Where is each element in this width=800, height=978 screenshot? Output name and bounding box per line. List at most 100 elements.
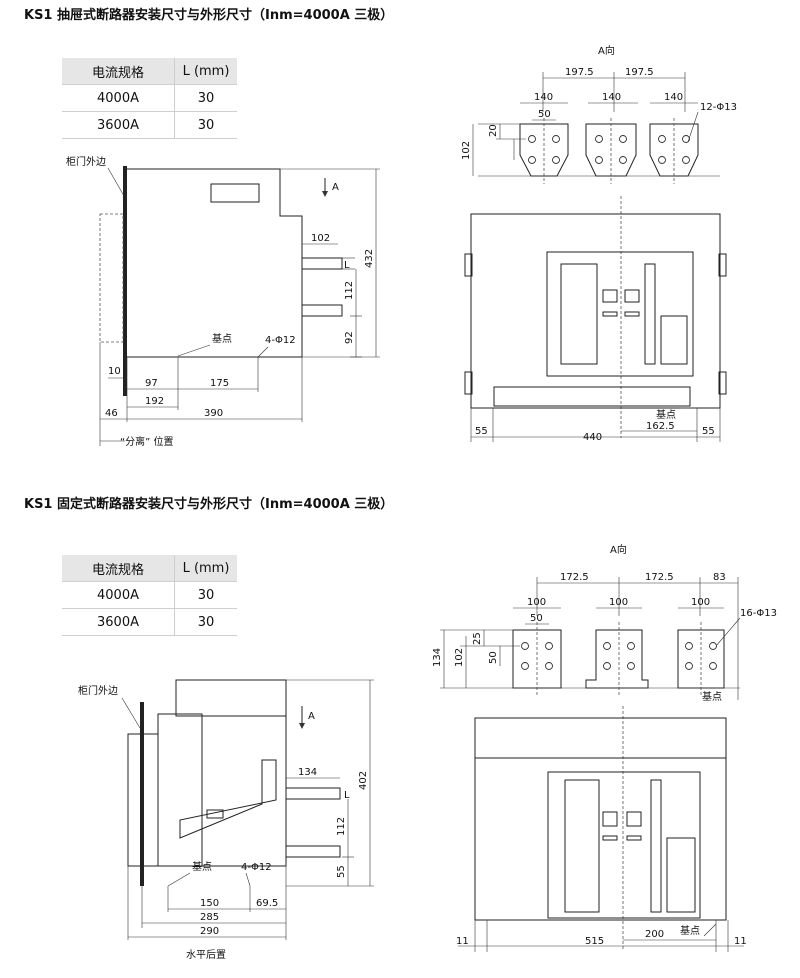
dim-label: 50 [530,613,543,624]
position-label: 水平后置 [186,949,226,961]
dim-label: 100 [609,597,628,608]
dim-label: 290 [200,926,219,937]
dim-label: 134 [298,767,317,778]
view-title: A向 [598,44,615,57]
table-cell: 30 [174,84,237,112]
dim-label: 140 [664,92,683,103]
dim-label: 197.5 [565,67,594,78]
holes-label: 4-Φ12 [241,862,272,873]
dim-label: 192 [145,396,164,407]
dim-label: 55 [702,426,715,437]
dim-label: 50 [488,651,499,664]
dim-label: 440 [583,432,602,443]
table-cell: 30 [174,111,237,139]
dim-label: 11 [734,936,747,947]
dim-label: 100 [691,597,710,608]
terminal-lower [285,845,341,858]
drawout-front-view: 基点 55 440 162.5 55 [464,196,727,443]
view-arrow-a: A [308,711,315,722]
table-header-length: L (mm) [174,555,237,582]
dim-label: 432 [364,249,375,268]
drawout-side-view: 柜门外边 A 102 L 112 92 432 基点 4 [66,155,380,448]
terminal-plate [585,629,649,689]
dim-label: 515 [585,936,604,947]
dim-label: 102 [311,233,330,244]
table-row: 3600A 30 [62,111,237,139]
position-label: “分离” 位置 [120,435,174,448]
section2-title: KS1 固定式断路器安装尺寸与外形尺寸（Inm=4000A 三极） [24,497,394,512]
view-arrow-a: A [332,182,339,193]
holes-label: 12-Φ13 [700,102,737,113]
table-cell: 4000A [62,84,175,112]
dim-label: 162.5 [646,421,675,432]
dim-label: 102 [461,141,472,160]
dim-label: 83 [713,572,726,583]
table-header-current: 电流规格 [62,555,175,582]
holes-label: 4-Φ12 [265,335,296,346]
table-header-row: 电流规格 L (mm) [62,58,237,85]
table-row: 3600A 30 [62,608,237,636]
table-header-row: 电流规格 L (mm) [62,555,237,582]
holes-label: 16-Φ13 [740,608,777,619]
dim-label: 197.5 [625,67,654,78]
dim-label: 20 [488,124,499,137]
dim-label: L [344,260,350,271]
dim-label: 390 [204,408,223,419]
base-point-label: 基点 [680,924,700,937]
table-cell: 4000A [62,581,175,609]
door-edge-label: 柜门外边 [78,684,118,697]
table-cell: 3600A [62,608,175,636]
dim-label: 172.5 [560,572,589,583]
dim-label: 46 [105,408,118,419]
dim-label: 50 [538,109,551,120]
dim-label: 285 [200,912,219,923]
table-row: 4000A 30 [62,84,237,112]
dim-label: 150 [200,898,219,909]
door-edge-label: 柜门外边 [66,155,106,168]
terminal-lower [301,304,343,317]
dim-label: 140 [534,92,553,103]
view-title: A向 [610,543,627,556]
drawout-top-view: A向 197.5 197.5 140 140 140 50 12-Φ13 [461,44,737,184]
fixed-top-view: A向 172.5 172.5 83 100 100 100 50 16-Φ13 [432,543,777,703]
dim-label: 172.5 [645,572,674,583]
dim-label: 140 [602,92,621,103]
dim-label: 11 [456,936,469,947]
dim-label: 69.5 [256,898,278,909]
dim-label: 25 [472,632,483,645]
terminal-upper [301,257,343,270]
terminal-upper [285,787,341,800]
dim-label: 55 [475,426,488,437]
table-cell: 3600A [62,111,175,139]
dim-label: 402 [358,771,369,790]
base-point-label: 基点 [702,690,722,703]
dim-label: 55 [336,865,347,878]
dim-label: 175 [210,378,229,389]
spec-table-fixed: 电流规格 L (mm) 4000A 30 3600A 30 [62,555,237,636]
dim-label: 100 [527,597,546,608]
table-header-length: L (mm) [174,58,237,85]
cabinet-door [140,702,144,886]
panel-face [547,771,701,919]
dim-label: 200 [645,929,664,940]
dim-label: 97 [145,378,158,389]
dim-label: 112 [336,817,347,836]
dim-label: 92 [344,331,355,344]
nameplate-window [210,183,260,203]
dim-label: 102 [454,648,465,667]
cabinet-door [123,166,127,396]
base-point-label: 基点 [192,860,212,873]
table-cell: 30 [174,581,237,609]
spec-table-drawout: 电流规格 L (mm) 4000A 30 3600A 30 [62,58,237,139]
dim-label: 134 [432,648,443,667]
table-cell: 30 [174,608,237,636]
dim-label: 112 [344,281,355,300]
base-point-label: 基点 [212,332,232,345]
fixed-front-view: 基点 11 515 200 11 [456,706,747,952]
dim-label: L [344,790,350,801]
dim-label: 10 [108,366,121,377]
fixed-side-view: 柜门外边 A 134 L 112 55 402 基点 4-Φ12 [78,679,374,961]
panel-face [546,251,694,377]
section1-title: KS1 抽屉式断路器安装尺寸与外形尺寸（Inm=4000A 三极） [24,8,394,23]
